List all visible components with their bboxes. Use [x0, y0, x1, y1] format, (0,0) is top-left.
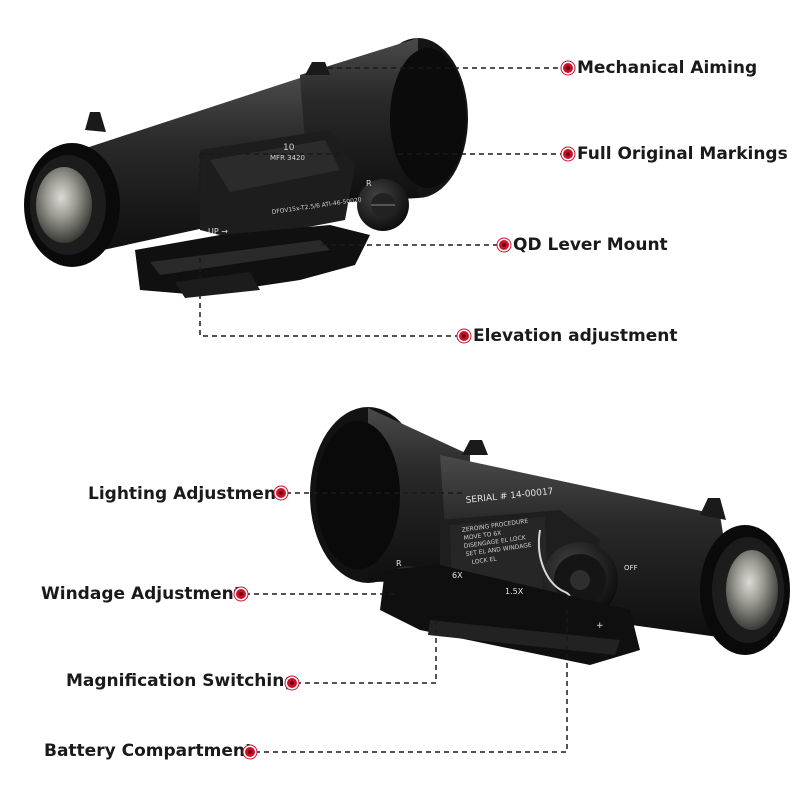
leader-magnification	[296, 620, 437, 684]
marking-6x: 6X	[452, 571, 463, 580]
front-sight-post-2	[462, 440, 488, 455]
marking-up: UP →	[208, 227, 228, 236]
callout-dot-magnification	[287, 678, 297, 688]
callout-windage: Windage Adjustment	[41, 584, 242, 604]
turret-housing	[200, 130, 355, 240]
marking-r-bottom: R	[396, 559, 402, 568]
marking-plus: +	[596, 621, 604, 631]
rear-sight-post	[85, 112, 106, 132]
callout-dot-windage	[236, 589, 246, 599]
marking-proc-5: LOCK EL	[471, 555, 497, 566]
scope-top: 10 MFR 3420 DFOV15x-T2.5/6 ATI-46-50020 …	[24, 38, 468, 298]
callout-dot-qd-mount	[499, 240, 509, 250]
callout-magnification: Magnification Switching	[66, 671, 297, 691]
leader-full-markings	[199, 153, 565, 196]
callout-elevation: Elevation adjustment	[473, 326, 678, 346]
marking-r-top: R	[366, 179, 372, 188]
callout-dot-battery	[245, 747, 255, 757]
marking-off: OFF	[624, 564, 638, 572]
ocular-lens	[36, 167, 92, 243]
ocular-lens-2	[726, 550, 778, 630]
callout-dot-mechanical-aiming	[563, 63, 573, 73]
marking-model-1: 10	[283, 143, 295, 153]
callout-qd-mount: QD Lever Mount	[513, 235, 668, 255]
callout-dot-lighting	[276, 488, 286, 498]
callout-battery: Battery Compartment	[44, 741, 254, 761]
qd-lever	[175, 272, 260, 298]
callout-lighting: Lighting Adjustment	[88, 484, 285, 504]
scope-bottom: SERIAL # 14-00017 ZEROING PROCEDURE MOVE…	[310, 407, 790, 665]
leader-battery	[255, 610, 568, 753]
callout-dot-elevation	[459, 331, 469, 341]
marking-1-5x: 1.5X	[505, 587, 524, 596]
front-sight-post	[305, 62, 330, 75]
callout-dot-full-markings	[563, 149, 573, 159]
callout-full-markings: Full Original Markings	[577, 144, 788, 164]
rear-sight-post-2	[700, 498, 726, 520]
callout-mechanical-aiming: Mechanical Aiming	[577, 58, 758, 78]
marking-model-2: MFR 3420	[270, 154, 305, 162]
leader-lines	[199, 67, 568, 753]
